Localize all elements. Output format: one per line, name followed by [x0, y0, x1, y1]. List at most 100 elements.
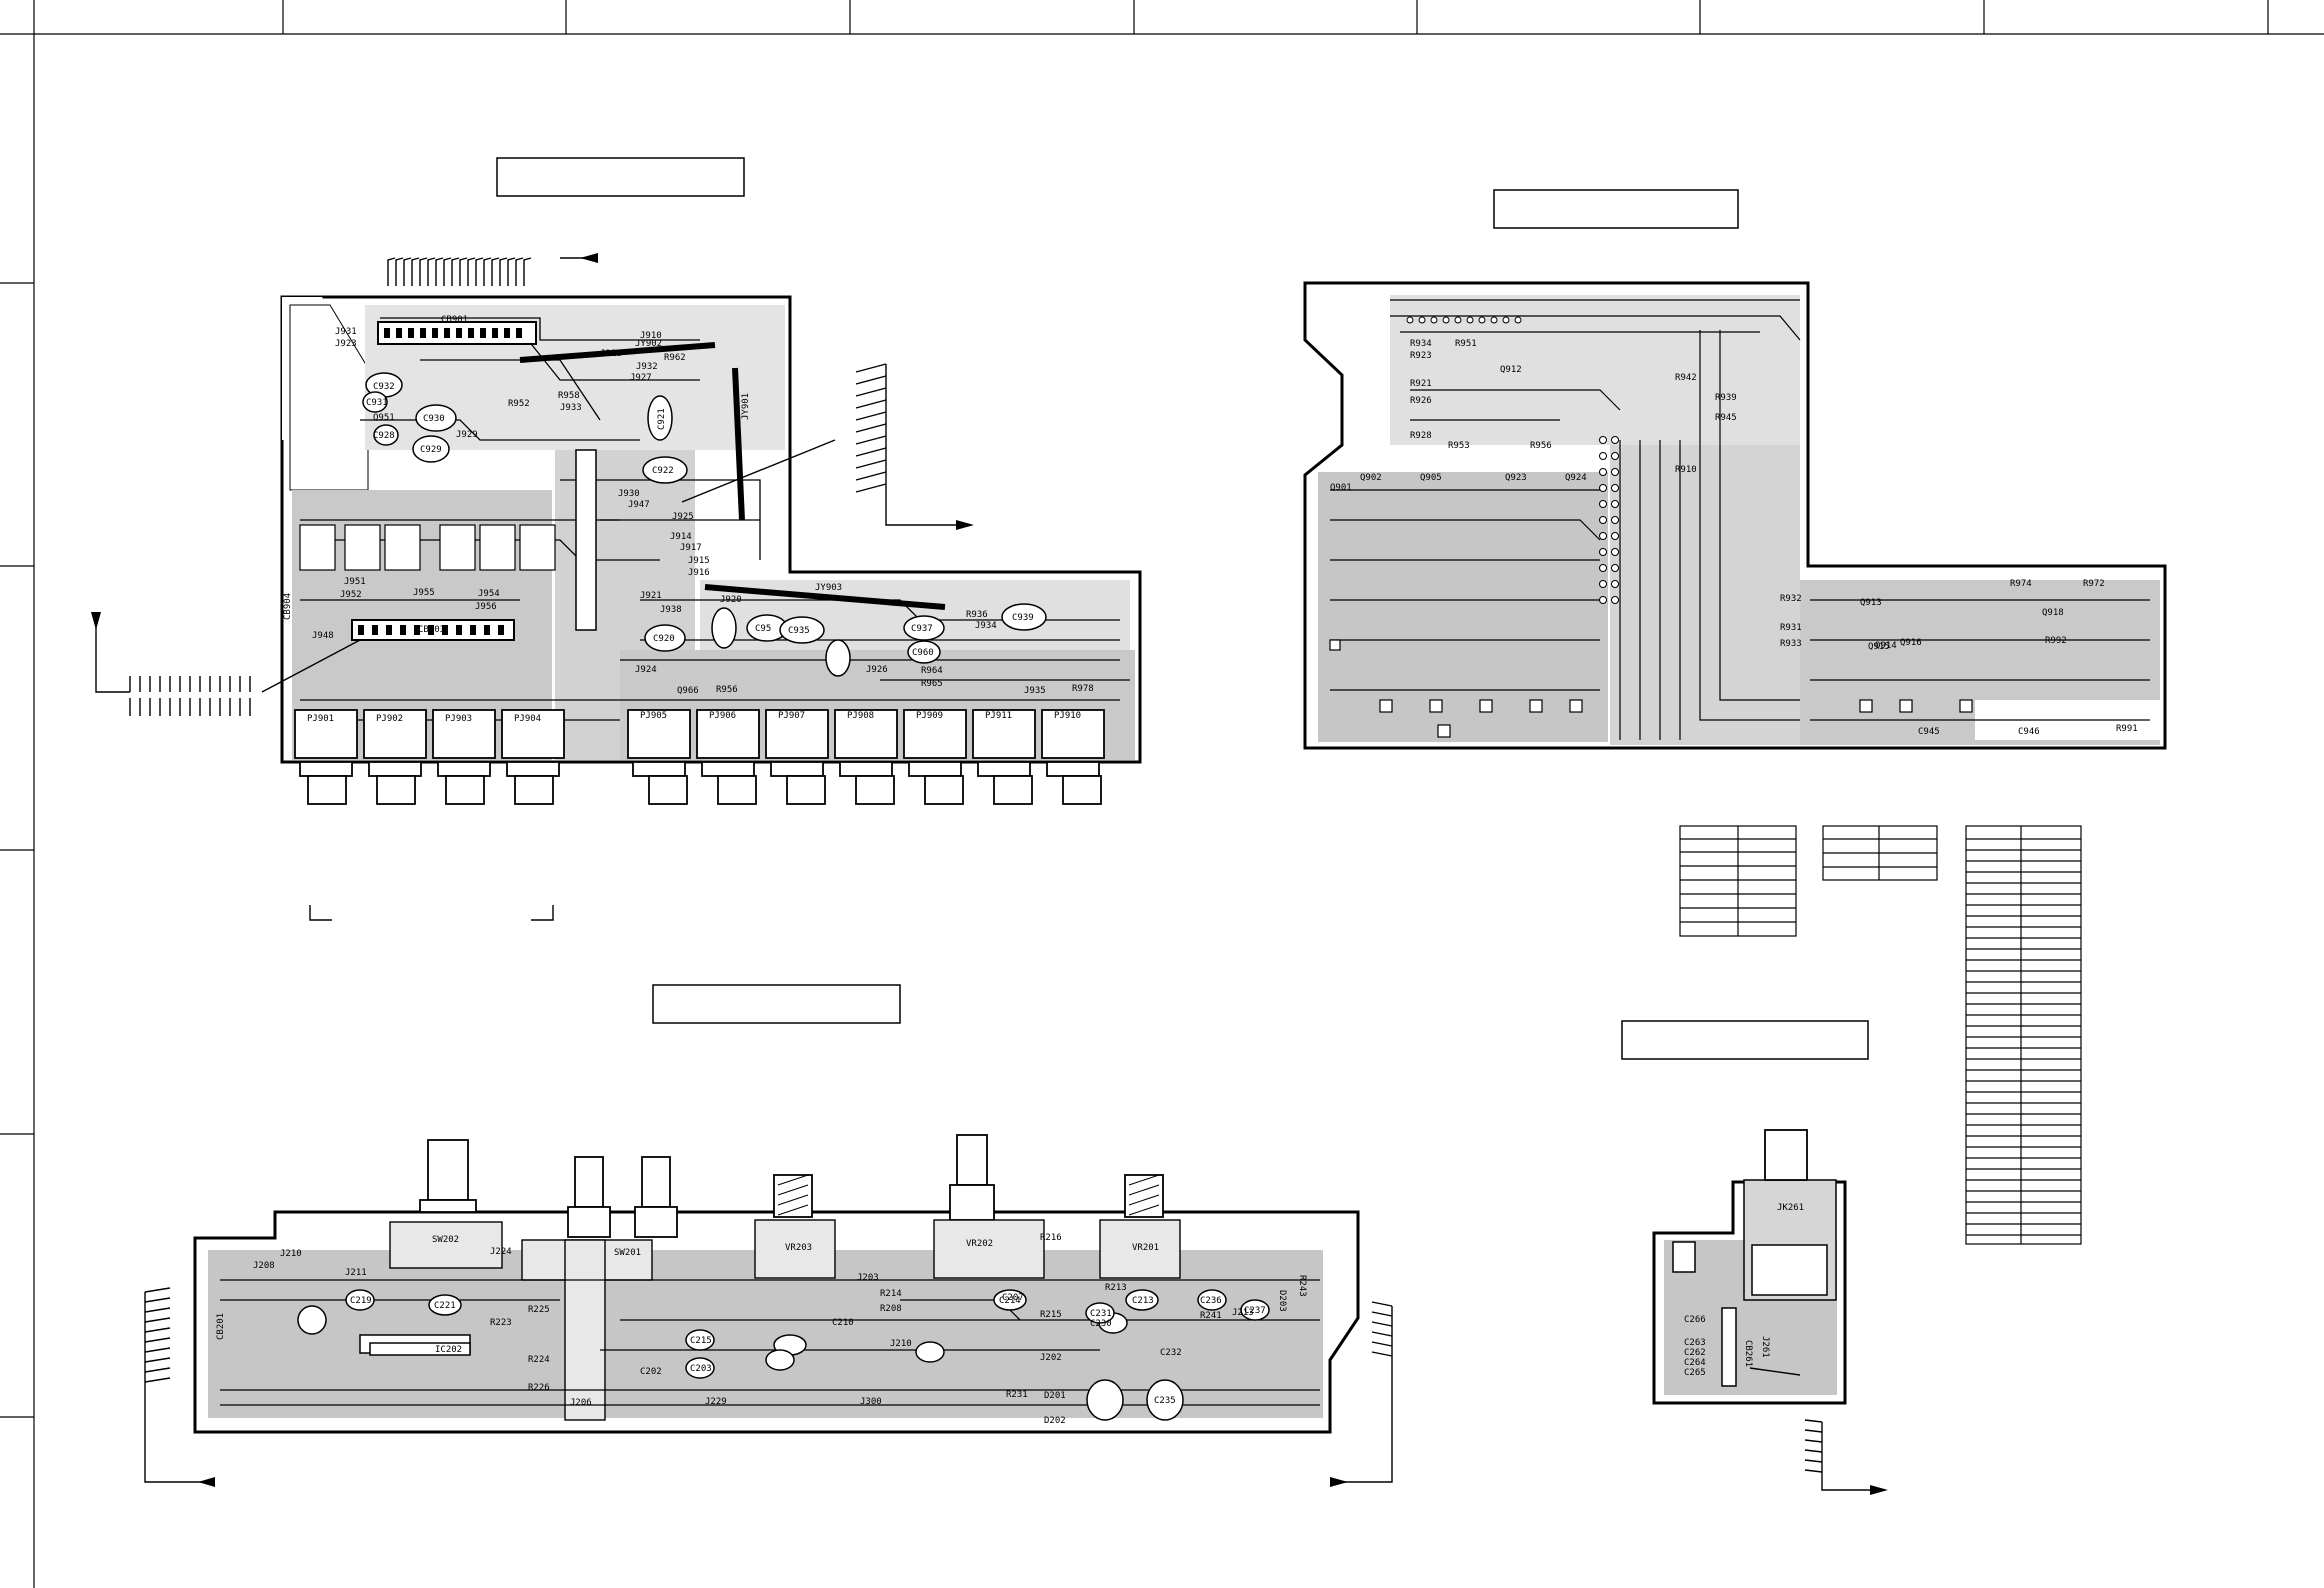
label-J202: J202: [1040, 1353, 1062, 1363]
label-R953: R953: [1448, 441, 1470, 451]
label-PJ910: PJ910: [1054, 711, 1081, 721]
label-R951: R951: [1455, 339, 1477, 349]
label-J929: J929: [456, 430, 478, 440]
label-J203: J203: [857, 1273, 879, 1283]
label-J917: J917: [680, 543, 702, 553]
label-PJ902: PJ902: [376, 714, 403, 724]
label-J955: J955: [413, 588, 435, 598]
label-Q914: Q914: [1875, 641, 1897, 651]
label-R926: R926: [1410, 396, 1432, 406]
label-R231: R231: [1006, 1390, 1028, 1400]
label-R921: R921: [1410, 379, 1432, 389]
label-J206: J206: [570, 1398, 592, 1408]
label-C221: C221: [434, 1301, 456, 1311]
label-R208: R208: [880, 1304, 902, 1314]
label-R978: R978: [1072, 684, 1094, 694]
label-R225: R225: [528, 1305, 550, 1315]
label-J951: J951: [344, 577, 366, 587]
label-J933: J933: [560, 403, 582, 413]
label-J931: J931: [335, 327, 357, 337]
label-C265: C265: [1684, 1368, 1706, 1378]
label-R923: R923: [1410, 351, 1432, 361]
label-C939: C939: [1012, 613, 1034, 623]
label-VR203: VR203: [785, 1243, 812, 1253]
label-CB904: CB904: [283, 593, 293, 620]
label-Q905: Q905: [1420, 473, 1442, 483]
label-JY903: JY903: [815, 583, 842, 593]
label-CB903: CB903: [418, 625, 445, 635]
label-CB201: CB201: [216, 1313, 226, 1340]
label-J910: J910: [640, 331, 662, 341]
label-JY902: JY902: [635, 339, 662, 349]
label-J924: J924: [635, 665, 657, 675]
label-Q912: Q912: [1500, 365, 1522, 375]
label-D201: D201: [1044, 1391, 1066, 1401]
label-C202: C202: [640, 1367, 662, 1377]
label-J952: J952: [340, 590, 362, 600]
label-J926: J926: [866, 665, 888, 675]
front-board-title-box: [652, 984, 901, 1024]
label-R223: R223: [490, 1318, 512, 1328]
vr202-shaft: [956, 1134, 988, 1186]
label-J916: J916: [688, 568, 710, 578]
label-Q923: Q923: [1505, 473, 1527, 483]
label-Q901: Q901: [1330, 483, 1352, 493]
label-C920: C920: [653, 634, 675, 644]
label-R992: R992: [2045, 636, 2067, 646]
label-SW202: SW202: [432, 1235, 459, 1245]
label-J918: J918: [600, 349, 622, 359]
label-R933: R933: [1780, 639, 1802, 649]
label-C263: C263: [1684, 1338, 1706, 1348]
label-R939: R939: [1715, 393, 1737, 403]
label-Q916: Q916: [1900, 638, 1922, 648]
front-board: SW202 SW201 VR203 VR202 VR201 CB201 J210…: [144, 1134, 1393, 1487]
label-D202: D202: [1044, 1416, 1066, 1426]
label-R216: R216: [1040, 1233, 1062, 1243]
label-C928: C928: [373, 431, 395, 441]
label-Q915: Q915: [1868, 642, 1890, 652]
label-J932: J932: [636, 362, 658, 372]
label-J923: J923: [335, 339, 357, 349]
label-R214: R214: [880, 1289, 902, 1299]
label-C230: C230: [1090, 1319, 1112, 1329]
label-R215: R215: [1040, 1310, 1062, 1320]
cb261-connector: [1721, 1307, 1737, 1387]
label-J948: J948: [312, 631, 334, 641]
label-R945: R945: [1715, 413, 1737, 423]
label-R226: R226: [528, 1383, 550, 1393]
label-R942: R942: [1675, 373, 1697, 383]
label-Q966: Q966: [677, 686, 699, 696]
label-R972: R972: [2083, 579, 2105, 589]
label-R910: R910: [1675, 465, 1697, 475]
label-R224: R224: [528, 1355, 550, 1365]
label-J210: J210: [280, 1249, 302, 1259]
label-C231: C231: [1090, 1309, 1112, 1319]
label-C219: C219: [350, 1296, 372, 1306]
label-R931: R931: [1780, 623, 1802, 633]
label-R965: R965: [921, 679, 943, 689]
label-R991: R991: [2116, 724, 2138, 734]
label-C932: C932: [373, 382, 395, 392]
label-C213: C213: [1132, 1296, 1154, 1306]
label-J934: J934: [975, 621, 997, 631]
label-C929: C929: [420, 445, 442, 455]
label-R936: R936: [966, 610, 988, 620]
label-PJ906: PJ906: [709, 711, 736, 721]
label-R974: R974: [2010, 579, 2032, 589]
label-PJ905: PJ905: [640, 711, 667, 721]
label-CB261: CB261: [1743, 1340, 1753, 1367]
label-R934: R934: [1410, 339, 1432, 349]
label-PJ903: PJ903: [445, 714, 472, 724]
label-J914: J914: [670, 532, 692, 542]
label-Q913: Q913: [1860, 598, 1882, 608]
input-board: CB901 JY902 JY901 JY903 CB903 CB904 J931…: [91, 253, 1142, 921]
label-R956: R956: [716, 685, 738, 695]
label-R928: R928: [1410, 431, 1432, 441]
label-C236: C236: [1200, 1296, 1222, 1306]
label-C930: C930: [423, 414, 445, 424]
label-C935: C935: [788, 626, 810, 636]
label-R243: R243: [1297, 1275, 1307, 1297]
phones-board-title-box: [1621, 1020, 1869, 1060]
label-J229: J229: [705, 1397, 727, 1407]
